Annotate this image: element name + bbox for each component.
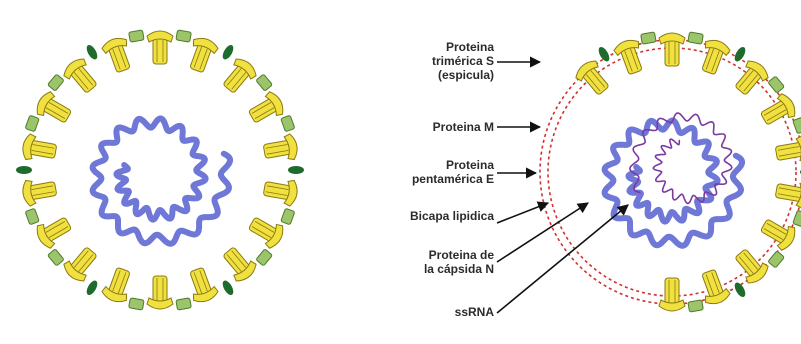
label-spike-line1: Proteina [384, 40, 494, 54]
e-protein-icon [16, 166, 32, 174]
m-protein-icon [176, 30, 192, 42]
spike-protein-icon [218, 55, 259, 97]
m-protein-icon [129, 298, 145, 310]
spike-protein-icon [61, 55, 102, 97]
spike-protein-icon [730, 57, 771, 99]
spike-protein-icon [61, 243, 102, 285]
spike-protein-icon [245, 212, 287, 251]
spike-protein-icon [730, 245, 771, 287]
m-protein-icon [793, 117, 801, 134]
spike-protein-icon [33, 89, 75, 128]
label-spike-line2: trimérica S [384, 54, 494, 68]
m-protein-icon [129, 30, 145, 42]
m-protein-icon [281, 208, 295, 225]
m-protein-icon [25, 115, 39, 132]
label-m-line1: Proteina M [384, 120, 494, 134]
spike-protein-icon [21, 176, 58, 207]
spike-protein-icon [573, 57, 614, 99]
label-e-protein: Proteina pentamérica E [384, 158, 494, 186]
spike-protein-icon [757, 214, 799, 253]
label-spike-protein: Proteina trimérica S (espicula) [384, 40, 494, 82]
label-ssrna: ssRNA [384, 305, 494, 319]
m-protein-icon [768, 76, 785, 93]
m-protein-icon [47, 249, 64, 266]
spike-protein-icon [147, 276, 173, 309]
label-e-line2: pentamérica E [384, 172, 494, 186]
e-protein-icon [733, 281, 748, 299]
arrow-bilayer [497, 203, 548, 223]
spike-protein-icon [757, 91, 799, 130]
spike-protein-icon [262, 176, 299, 207]
spike-protein-icon [774, 135, 801, 166]
m-protein-icon [47, 74, 64, 91]
spike-protein-icon [21, 133, 58, 164]
capsid-coil-icon [93, 119, 231, 244]
spike-protein-icon [245, 89, 287, 128]
m-protein-icon [793, 210, 801, 227]
label-spike-line3: (espicula) [384, 68, 494, 82]
arrow-capsid [497, 203, 588, 262]
spike-protein-icon [262, 133, 299, 164]
virus-cutaway-view [540, 32, 801, 312]
spike-protein-icon [218, 243, 259, 285]
label-capsid-protein: Proteina de la cápsida N [384, 248, 494, 276]
m-protein-icon [768, 251, 785, 268]
m-protein-icon [641, 32, 657, 44]
label-bilayer-line1: Bicapa lipidica [384, 209, 494, 223]
e-protein-icon [221, 43, 236, 61]
label-capsid-line1: Proteina de [384, 248, 494, 262]
m-protein-icon [25, 208, 39, 225]
label-capsid-line2: la cápsida N [384, 262, 494, 276]
label-ssrna-line1: ssRNA [384, 305, 494, 319]
arrow-ssrna [497, 205, 628, 313]
spike-protein-icon [774, 178, 801, 209]
e-protein-icon [85, 43, 100, 61]
e-protein-icon [733, 45, 748, 63]
label-m-protein: Proteina M [384, 120, 494, 134]
spike-protein-icon [659, 33, 685, 66]
e-protein-icon [288, 166, 304, 174]
e-protein-icon [221, 279, 236, 297]
e-protein-icon [597, 45, 612, 63]
label-lipid-bilayer: Bicapa lipidica [384, 209, 494, 223]
label-e-line1: Proteina [384, 158, 494, 172]
m-protein-icon [281, 115, 295, 132]
spike-protein-icon [147, 31, 173, 64]
virus-whole-view [16, 30, 304, 310]
spike-protein-icon [659, 278, 685, 311]
m-protein-icon [256, 249, 273, 266]
e-protein-icon [85, 279, 100, 297]
m-protein-icon [688, 32, 704, 44]
spike-protein-icon [33, 212, 75, 251]
m-protein-icon [176, 298, 192, 310]
capsid-coil-icon [605, 121, 743, 246]
m-protein-icon [688, 300, 704, 312]
lipid-bilayer-inner [548, 48, 796, 296]
m-protein-icon [256, 74, 273, 91]
